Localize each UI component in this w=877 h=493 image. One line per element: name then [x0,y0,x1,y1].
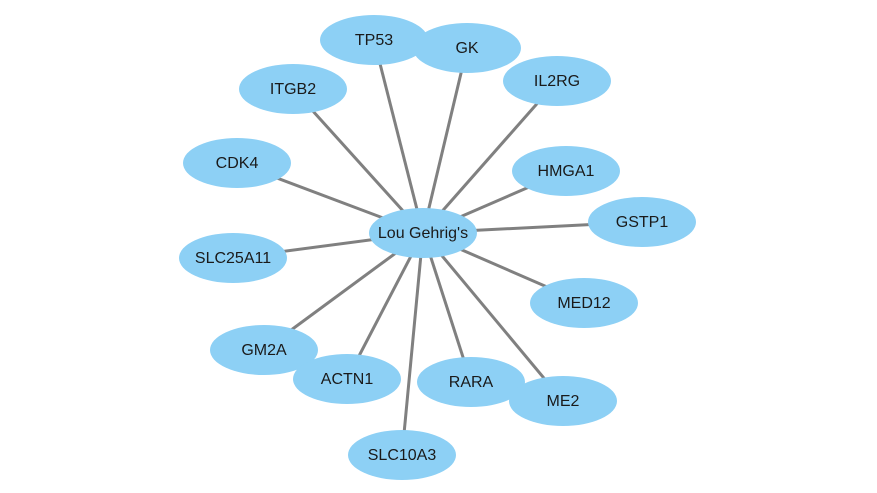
node-il2rg[interactable]: IL2RG [503,56,611,106]
edge-center-tp53 [372,39,425,234]
node-rara[interactable]: RARA [417,357,525,407]
node-ellipse-me2 [509,376,617,426]
node-slc25a11[interactable]: SLC25A11 [179,233,287,283]
node-gm2a[interactable]: GM2A [210,325,318,375]
node-label-gk: GK [455,40,478,57]
node-label-il2rg: IL2RG [534,73,580,90]
node-label-gstp1: GSTP1 [616,214,669,231]
node-ellipse-gk [413,23,521,73]
edge-center-itgb2 [291,87,425,235]
node-me2[interactable]: ME2 [509,376,617,426]
node-tp53[interactable]: TP53 [320,15,428,65]
node-gstp1[interactable]: GSTP1 [588,197,696,247]
node-ellipse-hmga1 [512,146,620,196]
node-label-med12: MED12 [557,295,610,312]
node-actn1[interactable]: ACTN1 [293,354,401,404]
node-ellipse-cdk4 [183,138,291,188]
node-ellipse-med12 [530,278,638,328]
node-gk[interactable]: GK [413,23,521,73]
node-label-tp53: TP53 [355,32,393,49]
node-ellipse-gm2a [210,325,318,375]
node-label-me2: ME2 [547,393,580,410]
edge-center-gk [421,47,469,234]
node-ellipse-gstp1 [588,197,696,247]
node-ellipse-tp53 [320,15,428,65]
edge-center-actn1 [345,232,425,380]
node-ellipse-slc10a3 [348,430,456,480]
node-label-itgb2: ITGB2 [270,81,316,98]
node-label-cdk4: CDK4 [216,155,259,172]
nodes-layer: TP53 GK ITGB2 IL2RG CDK4 HMGA1GSTP1SLC25A11ME… [179,15,696,480]
node-med12[interactable]: MED12 [530,278,638,328]
node-label-rara: RARA [449,374,494,391]
node-ellipse-il2rg [503,56,611,106]
node-label-hmga1: HMGA1 [538,163,595,180]
node-label-slc25a11: SLC25A11 [195,250,271,267]
node-ellipse-rara [417,357,525,407]
node-label-gm2a: GM2A [241,342,287,359]
node-slc10a3[interactable]: SLC10A3 [348,430,456,480]
edge-center-slc10a3 [400,232,425,456]
node-ellipse-itgb2 [239,64,347,114]
node-label-actn1: ACTN1 [321,371,374,388]
edge-center-me2 [421,232,565,402]
node-ellipse-actn1 [293,354,401,404]
node-ellipse-slc25a11 [179,233,287,283]
node-itgb2[interactable]: ITGB2 [239,64,347,114]
node-ellipse-center [369,208,477,258]
edge-center-rara [421,232,473,383]
node-center[interactable]: Lou Gehrig's [369,208,477,258]
node-label-center: Lou Gehrig's [378,225,468,242]
node-hmga1[interactable]: HMGA1 [512,146,620,196]
node-cdk4[interactable]: CDK4 [183,138,291,188]
node-label-slc10a3: SLC10A3 [368,447,437,464]
edge-center-il2rg [421,80,559,234]
